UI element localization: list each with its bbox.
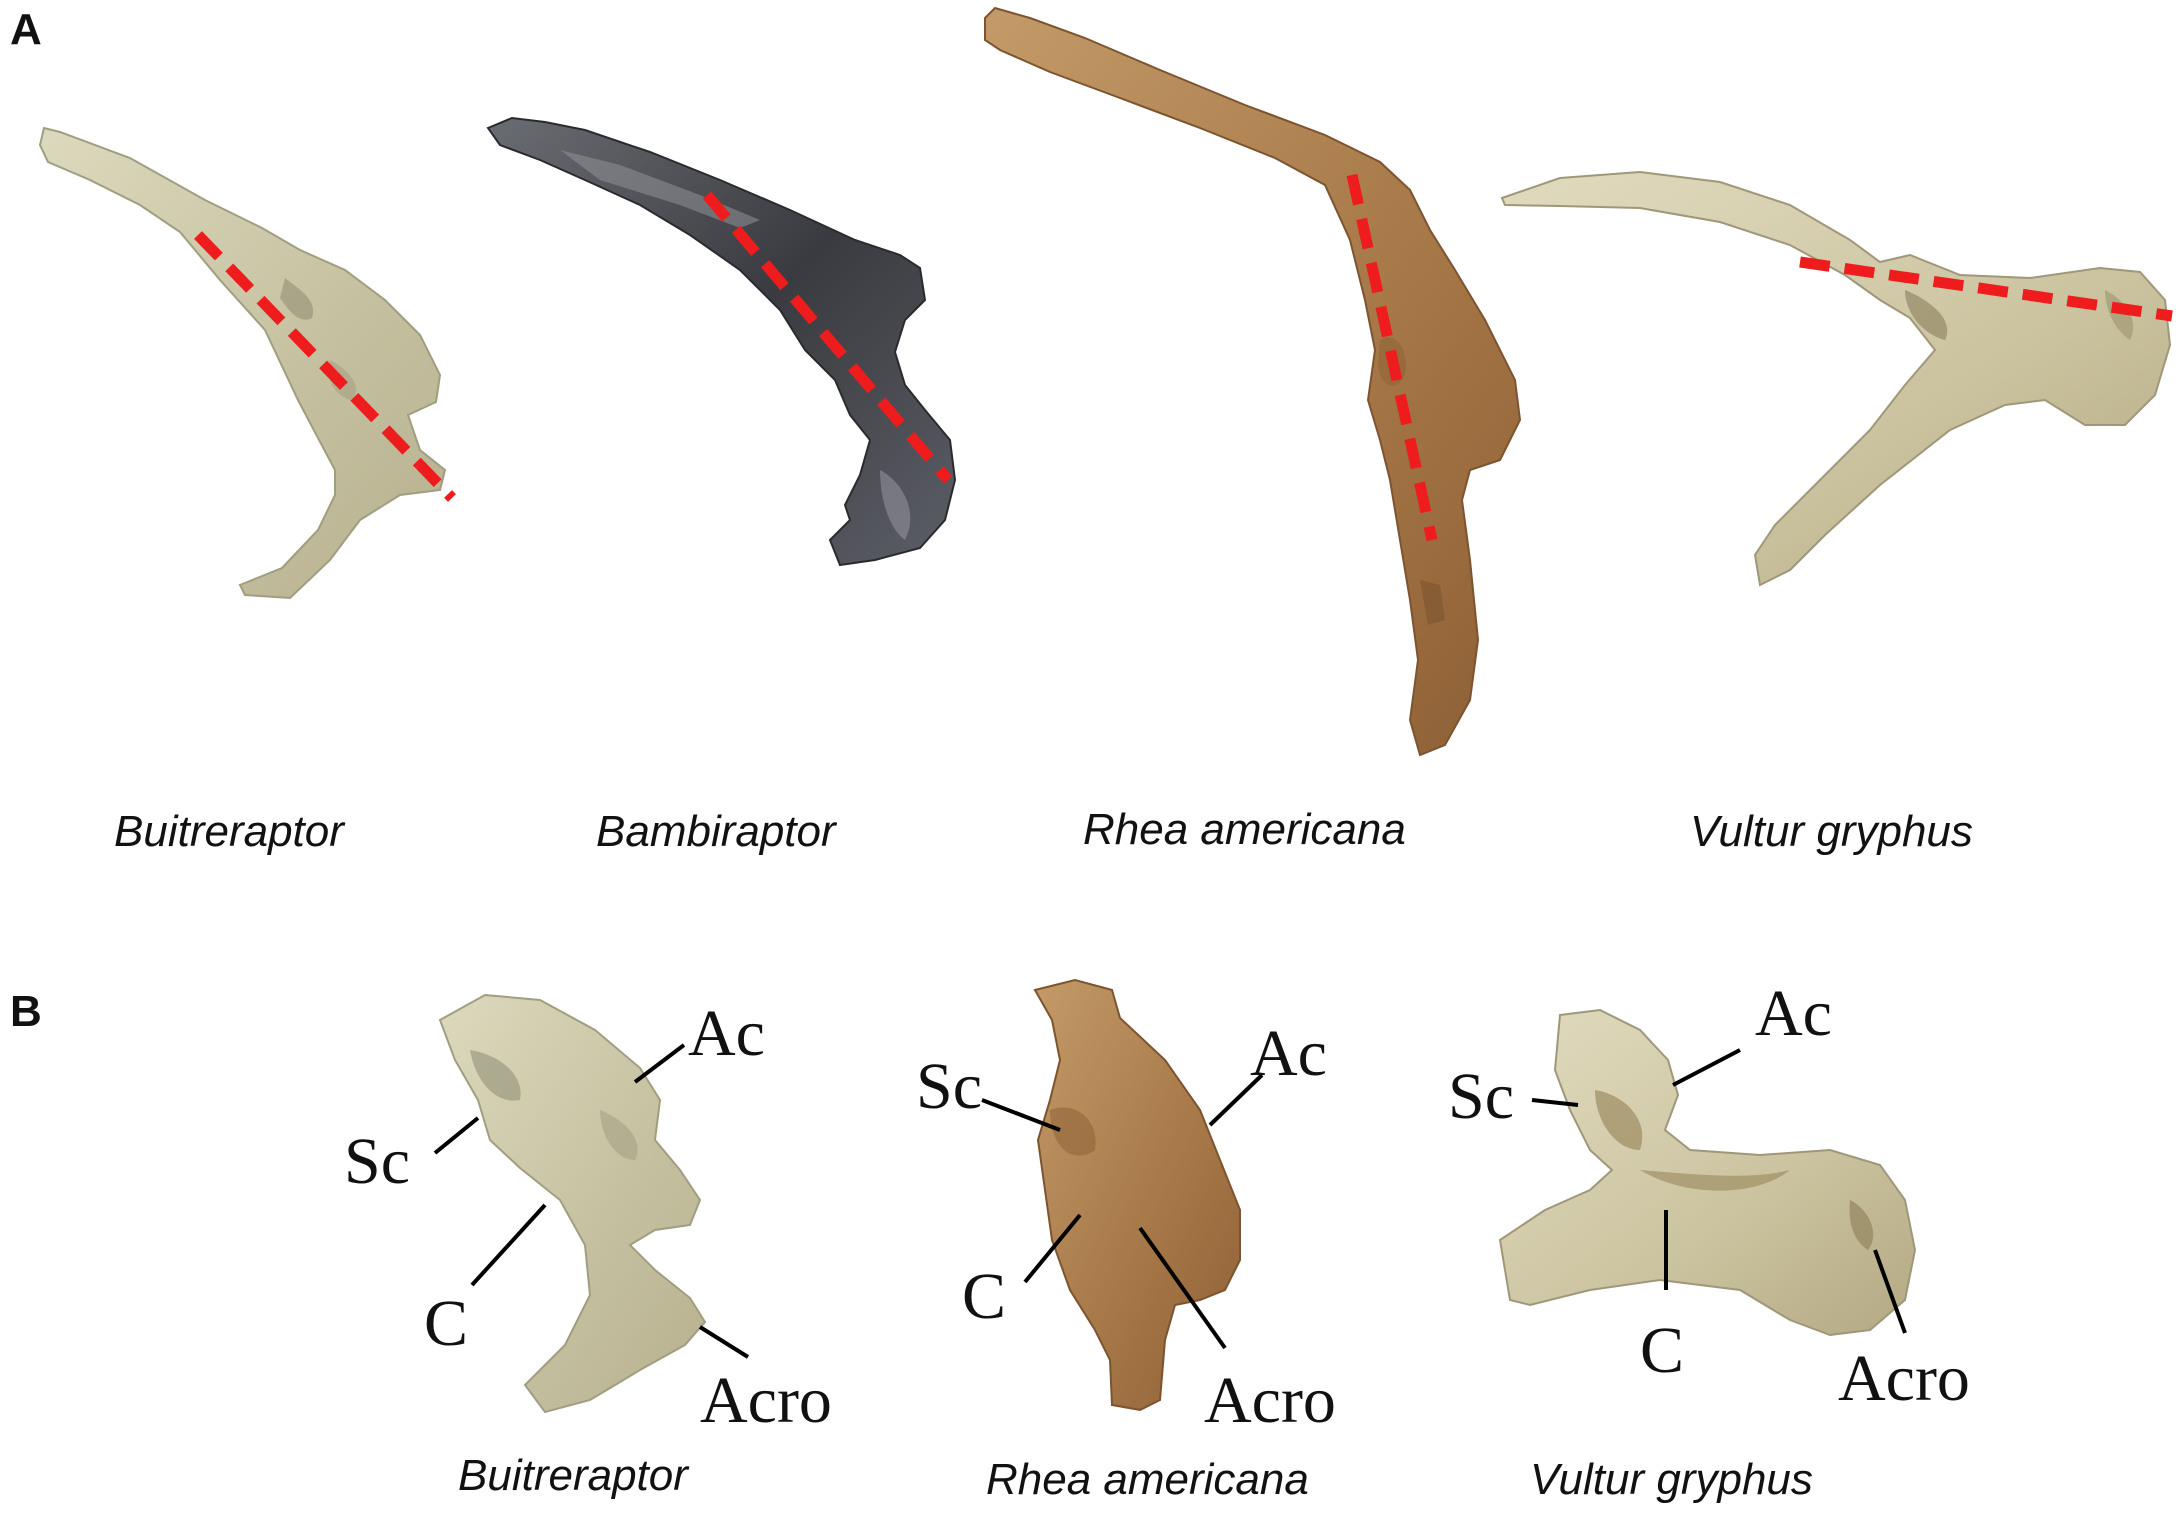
vultur-ac-label: Ac — [1755, 977, 1832, 1050]
rhea-c-leader — [1023, 1213, 1082, 1284]
species-label-b-3: Vultur gryphus — [1530, 1455, 1813, 1504]
vultur-ac-leader — [1672, 1048, 1741, 1087]
buitreraptor-sc-leader — [433, 1116, 480, 1155]
bambiraptor-axis — [702, 191, 953, 484]
bambiraptor-bone-a — [486, 116, 957, 567]
buitreraptor-ac-label: Ac — [688, 997, 765, 1070]
vultur-acro-label: Acro — [1838, 1342, 1970, 1415]
species-label-b-2: Rhea americana — [986, 1455, 1309, 1504]
vultur-sc-leader — [1531, 1098, 1579, 1107]
buitreraptor-c-label: C — [424, 1287, 468, 1360]
rhea-axis — [1346, 173, 1438, 542]
vultur-bone-a — [1500, 170, 2172, 587]
vultur-sc-label: Sc — [1448, 1060, 1514, 1133]
buitreraptor-sc-label: Sc — [344, 1125, 410, 1198]
buitreraptor-acro-label: Acro — [700, 1364, 832, 1437]
vultur-bone-b — [1498, 1008, 1917, 1337]
rhea-ac-label: Ac — [1250, 1017, 1327, 1090]
buitreraptor-ac-leader — [633, 1043, 686, 1084]
buitreraptor-acro-leader — [698, 1325, 750, 1359]
panel-a-letter: A — [10, 5, 42, 54]
rhea-sc-label: Sc — [916, 1050, 982, 1123]
buitreraptor-axis — [194, 231, 456, 502]
species-label-a-3: Rhea americana — [1083, 805, 1406, 854]
rhea-bone-a — [984, 6, 1522, 757]
species-label-a-1: Buitreraptor — [114, 807, 346, 856]
rhea-bone-b — [1033, 978, 1241, 1412]
buitreraptor-bone-a — [38, 126, 447, 600]
species-label-a-4: Vultur gryphus — [1690, 807, 1973, 856]
buitreraptor-c-leader — [470, 1203, 547, 1287]
rhea-acro-label: Acro — [1204, 1364, 1336, 1437]
species-label-b-1: Buitreraptor — [458, 1451, 690, 1500]
vultur-c-label: C — [1640, 1314, 1684, 1387]
rhea-acro-leader — [1138, 1226, 1227, 1350]
vultur-axis — [1799, 256, 2173, 322]
rhea-c-label: C — [962, 1260, 1006, 1333]
vultur-acro-leader — [1873, 1249, 1907, 1334]
rhea-sc-leader — [981, 1098, 1061, 1132]
buitreraptor-bone-b — [438, 993, 707, 1414]
rhea-ac-leader — [1208, 1073, 1264, 1127]
species-label-a-2: Bambiraptor — [596, 807, 838, 856]
panel-b-letter: B — [10, 987, 42, 1036]
